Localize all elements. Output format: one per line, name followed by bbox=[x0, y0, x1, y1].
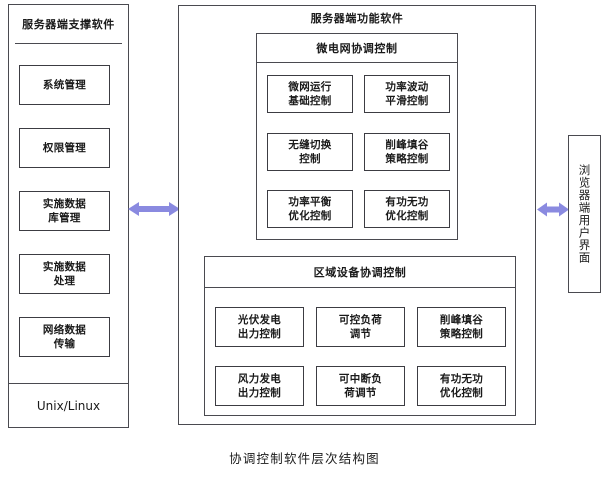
line1: 无缝切换 bbox=[288, 138, 332, 151]
ad-item-peak-shaving-strategy-control[interactable]: 削峰填谷 策略控制 bbox=[417, 307, 506, 347]
line1: 微网运行 bbox=[288, 80, 332, 93]
ad-item-pv-output-control[interactable]: 光伏发电 出力控制 bbox=[215, 307, 304, 347]
line2: 策略控制 bbox=[439, 328, 484, 340]
left-item-label: 实施数据 库管理 bbox=[43, 197, 86, 225]
line1: 网络数据 bbox=[42, 323, 87, 336]
line2: 出力控制 bbox=[237, 387, 282, 399]
line1: 功率波动 bbox=[385, 80, 429, 93]
ad-item-controllable-load-regulation[interactable]: 可控负荷 调节 bbox=[316, 307, 405, 347]
browser-user-interface-panel bbox=[568, 135, 601, 293]
right-panel-label: 浏览器端用户界面 bbox=[577, 164, 592, 264]
line1: 有功无功 bbox=[385, 195, 429, 208]
mg-item-power-balance-optimization[interactable]: 功率平衡 优化控制 bbox=[267, 190, 353, 228]
line2: 控制 bbox=[299, 153, 321, 165]
left-item-label: 网络数据 传输 bbox=[43, 323, 86, 351]
left-item-network-data-transmission[interactable]: 网络数据 传输 bbox=[19, 317, 110, 357]
line1: 实施数据 bbox=[42, 197, 87, 210]
figure-caption: 协调控制软件层次结构图 bbox=[229, 451, 380, 466]
middle-panel-title: 服务器端功能软件 bbox=[310, 12, 404, 25]
line1: 风力发电 bbox=[237, 372, 282, 385]
line2: 平滑控制 bbox=[385, 95, 429, 107]
line1: 实施数据 bbox=[42, 260, 87, 273]
ad-item-wind-output-control[interactable]: 风力发电 出力控制 bbox=[215, 366, 304, 406]
left-panel-title: 服务器端支撑软件 bbox=[22, 18, 115, 31]
left-item-label: 系统管理 bbox=[42, 78, 87, 91]
left-item-permission-management[interactable]: 权限管理 bbox=[19, 128, 110, 168]
left-panel-title-divider bbox=[15, 43, 122, 44]
line1: 功率平衡 bbox=[288, 195, 332, 208]
left-item-label: 实施数据 处理 bbox=[43, 260, 86, 288]
left-middle-arrow bbox=[128, 199, 180, 219]
microgrid-group-title: 微电网协调控制 bbox=[316, 42, 398, 55]
line2: 基础控制 bbox=[288, 95, 332, 107]
mg-item-seamless-switching-control[interactable]: 无缝切换 控制 bbox=[267, 133, 353, 171]
line2: 库管理 bbox=[48, 212, 81, 224]
mg-item-active-reactive-optimization[interactable]: 有功无功 优化控制 bbox=[364, 190, 450, 228]
line1: 有功无功 bbox=[439, 372, 484, 385]
line1: 削峰填谷 bbox=[385, 138, 429, 151]
ad-item-active-reactive-optimization[interactable]: 有功无功 优化控制 bbox=[417, 366, 506, 406]
line2: 优化控制 bbox=[288, 210, 332, 222]
line2: 出力控制 bbox=[237, 328, 282, 340]
line1: 光伏发电 bbox=[237, 313, 282, 326]
left-item-database-management[interactable]: 实施数据 库管理 bbox=[19, 191, 110, 231]
line2: 策略控制 bbox=[385, 153, 429, 165]
microgrid-group-title-divider bbox=[256, 62, 458, 63]
line2: 传输 bbox=[53, 338, 76, 350]
line2: 荷调节 bbox=[344, 387, 377, 399]
line2: 调节 bbox=[349, 328, 372, 340]
mg-item-power-fluctuation-smoothing[interactable]: 功率波动 平滑控制 bbox=[364, 75, 450, 113]
mg-item-microgrid-base-control[interactable]: 微网运行 基础控制 bbox=[267, 75, 353, 113]
middle-right-arrow bbox=[537, 200, 569, 219]
line2: 优化控制 bbox=[385, 210, 429, 222]
left-panel-os-label: Unix/Linux bbox=[36, 398, 101, 413]
line1: 可中断负 bbox=[338, 372, 383, 385]
left-item-system-management[interactable]: 系统管理 bbox=[19, 65, 110, 105]
ad-item-interruptible-load-regulation[interactable]: 可中断负 荷调节 bbox=[316, 366, 405, 406]
line2: 处理 bbox=[53, 275, 76, 287]
line1: 可控负荷 bbox=[338, 313, 383, 326]
left-item-label: 权限管理 bbox=[42, 141, 87, 154]
left-panel-footer-divider bbox=[8, 383, 129, 384]
mg-item-peak-shaving-strategy-control[interactable]: 削峰填谷 策略控制 bbox=[364, 133, 450, 171]
line1: 削峰填谷 bbox=[439, 313, 484, 326]
area-device-group-title-divider bbox=[204, 287, 516, 288]
area-device-group-title: 区域设备协调控制 bbox=[313, 266, 407, 279]
left-item-data-processing[interactable]: 实施数据 处理 bbox=[19, 254, 110, 294]
line2: 优化控制 bbox=[439, 387, 484, 399]
